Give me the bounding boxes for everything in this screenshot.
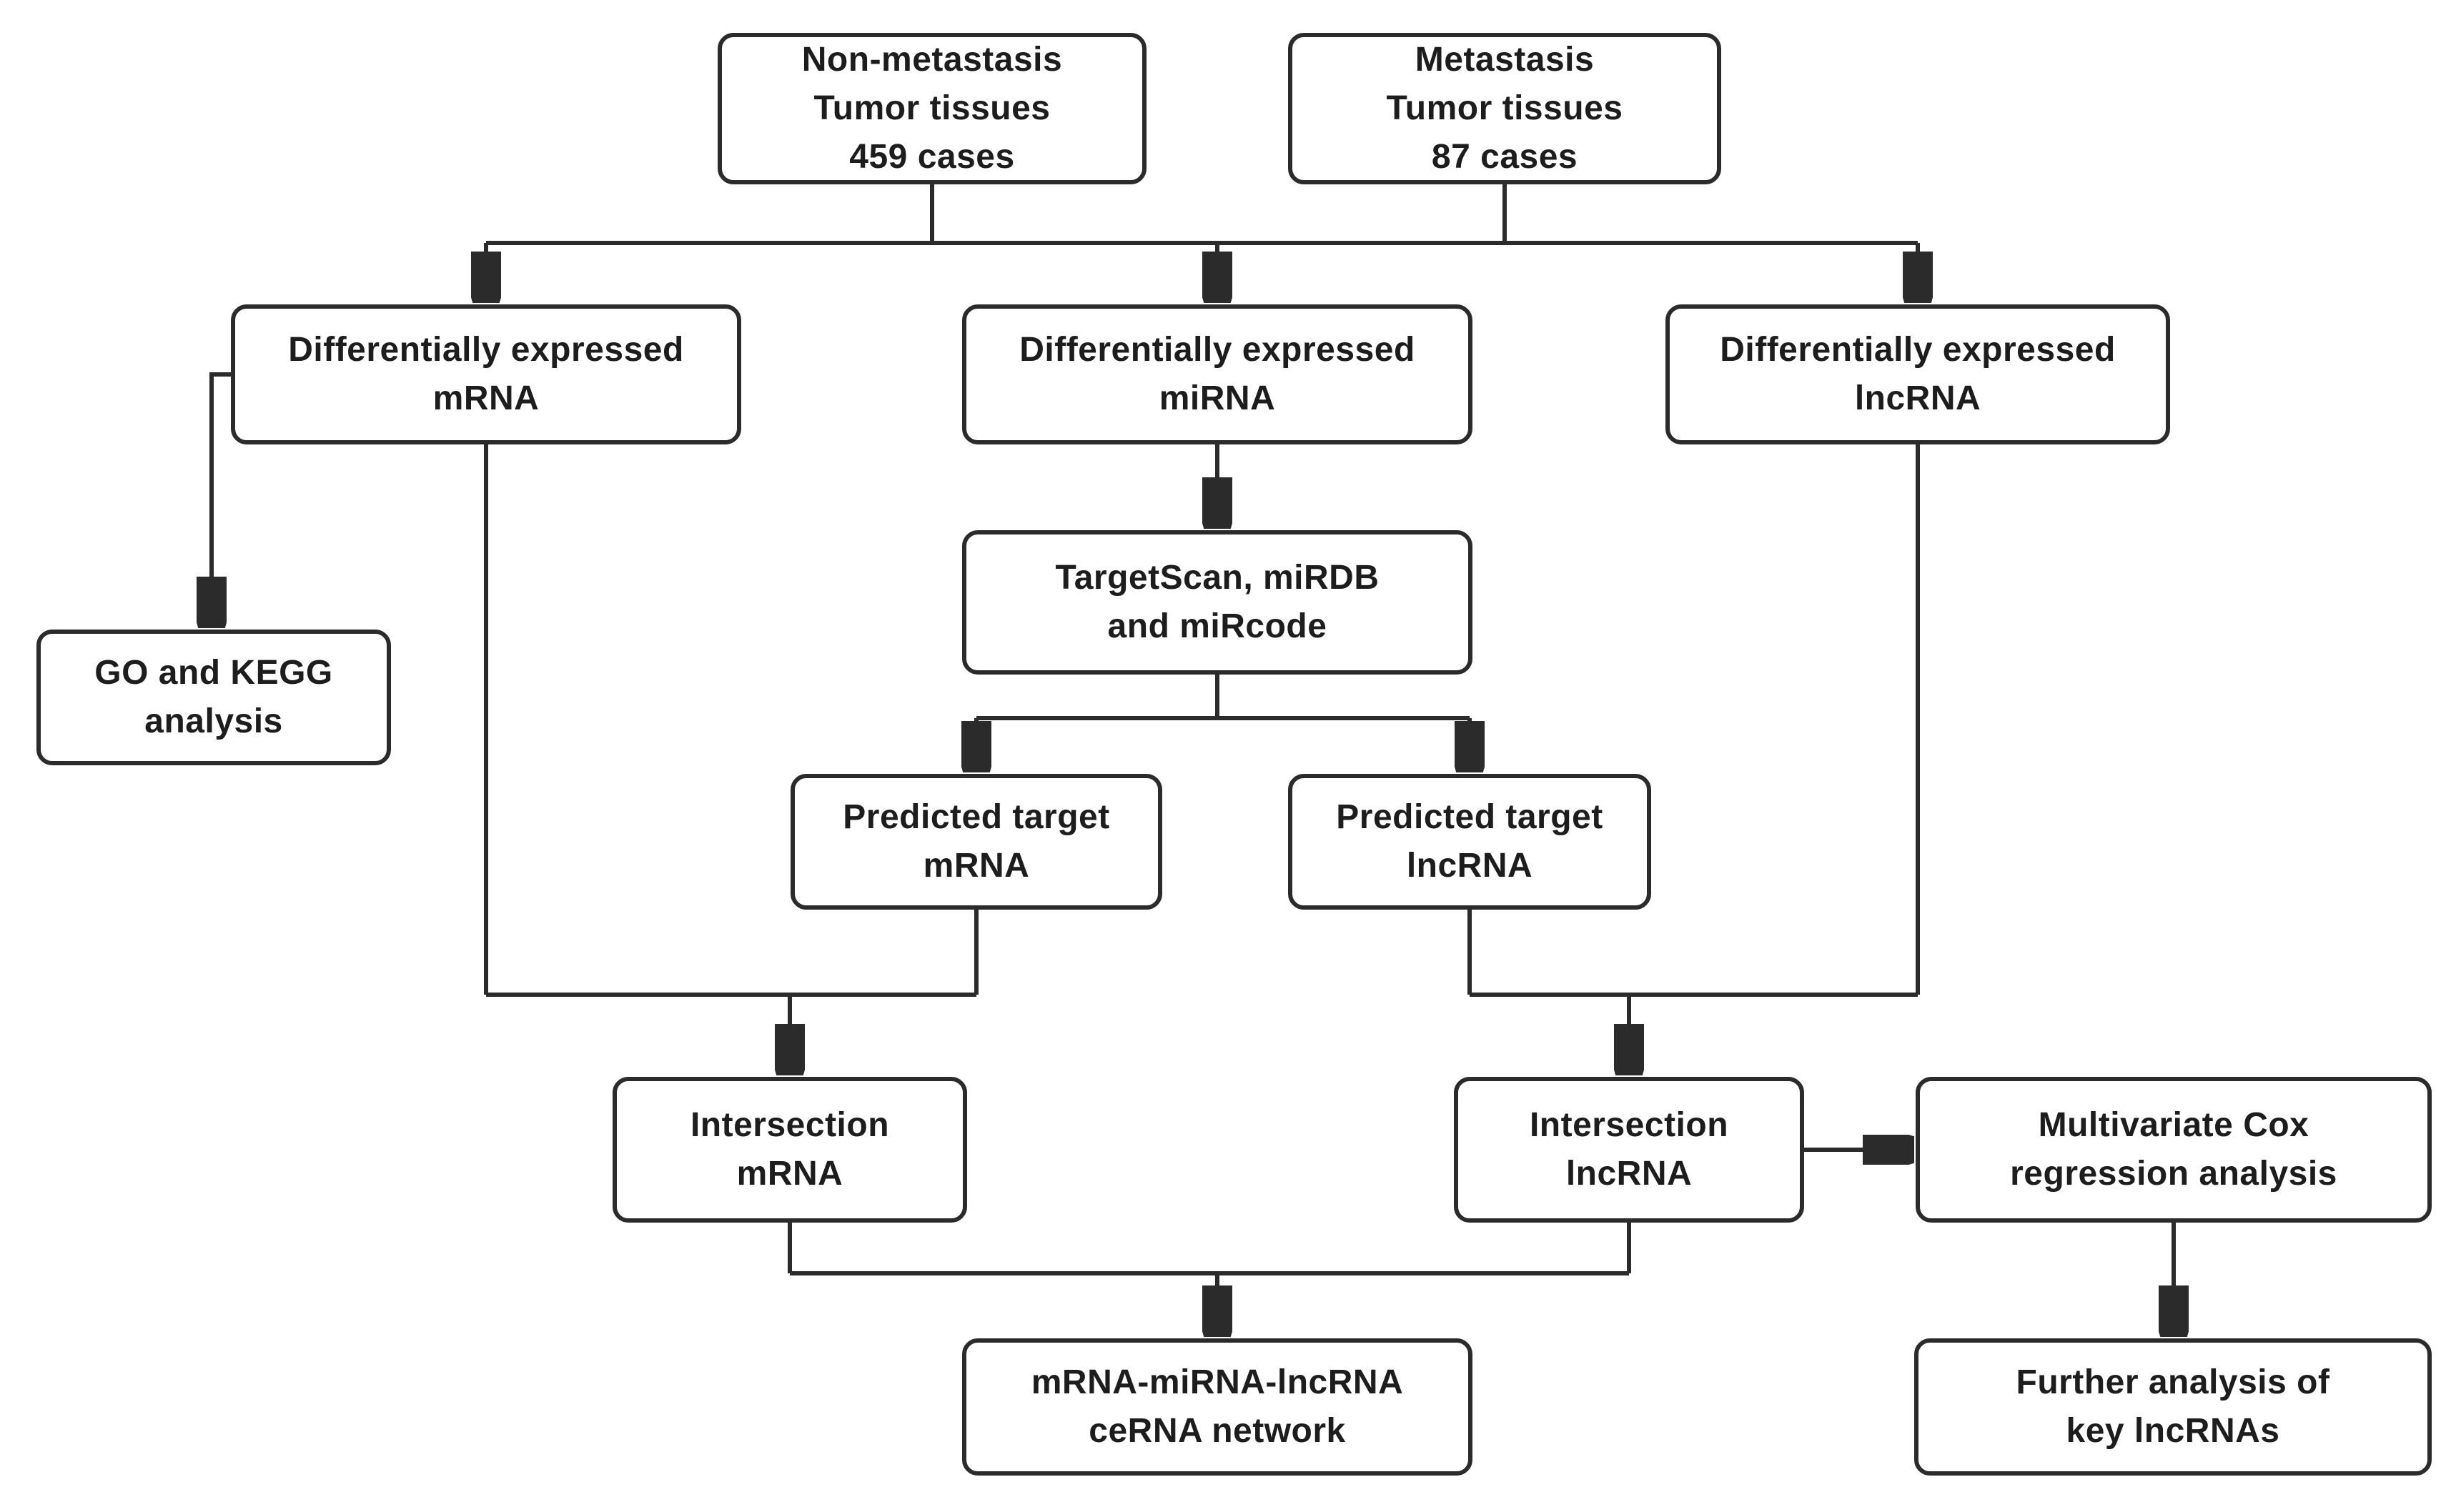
node-predicted-target-mrna: Predicted target mRNA — [791, 774, 1162, 910]
node-differentially-expressed-lncrna: Differentially expressed lncRNA — [1665, 304, 2170, 444]
edge-distributor-to-differential-boxes — [486, 243, 1918, 303]
node-go-kegg-analysis: GO and KEGG analysis — [36, 630, 391, 765]
node-non-metastasis-tumor-tissues: Non-metastasis Tumor tissues 459 cases — [718, 33, 1147, 184]
node-differentially-expressed-mirna: Differentially expressed miRNA — [962, 304, 1472, 444]
edge-diffmrna-to-gokegg — [212, 372, 231, 628]
edge-intersections-to-cerna — [788, 1223, 1631, 1337]
edge-merge-to-intersection-mrna — [484, 444, 979, 1075]
edge-targetscan-to-predicted — [976, 675, 1470, 772]
node-further-analysis-key-lncrnas: Further analysis of key lncRNAs — [1914, 1338, 2432, 1476]
node-predicted-target-lncrna: Predicted target lncRNA — [1288, 774, 1651, 910]
node-intersection-mrna: Intersection mRNA — [613, 1077, 967, 1223]
node-intersection-lncrna: Intersection lncRNA — [1454, 1077, 1804, 1223]
node-targetscan-mirdb-mircode: TargetScan, miRDB and miRcode — [962, 530, 1472, 675]
node-metastasis-tumor-tissues: Metastasis Tumor tissues 87 cases — [1288, 33, 1721, 184]
edge-merge-to-intersection-lncrna — [1467, 444, 1920, 1075]
edge-tumors-to-distributor — [486, 184, 1918, 245]
node-differentially-expressed-mrna: Differentially expressed mRNA — [231, 304, 741, 444]
node-multivariate-cox-regression: Multivariate Cox regression analysis — [1916, 1077, 2432, 1223]
node-cerna-network: mRNA-miRNA-lncRNA ceRNA network — [962, 1338, 1472, 1476]
